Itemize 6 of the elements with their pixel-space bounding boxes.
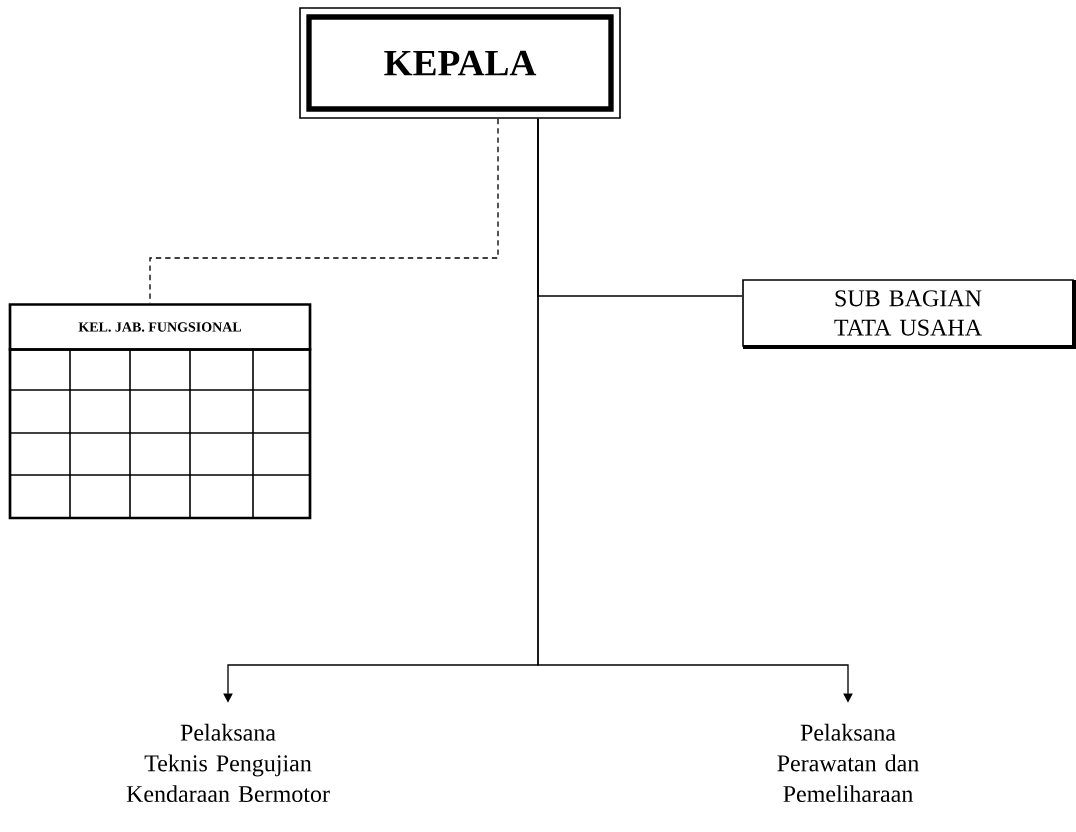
unit-label: Pelaksana Perawatan dan Pemeliharaan <box>777 723 919 803</box>
group-table: KEL. JAB. FUNGSIONAL <box>8 303 312 520</box>
unit-box: SUB BAGIAN TATA USAHA <box>742 279 1076 349</box>
node-label: KEL. JAB. FUNGSIONAL <box>78 322 242 332</box>
unit-label: Pelaksana Teknis Pengujian Kendaraan Bermotor <box>126 723 330 803</box>
title-box: KEPALA <box>299 7 621 119</box>
